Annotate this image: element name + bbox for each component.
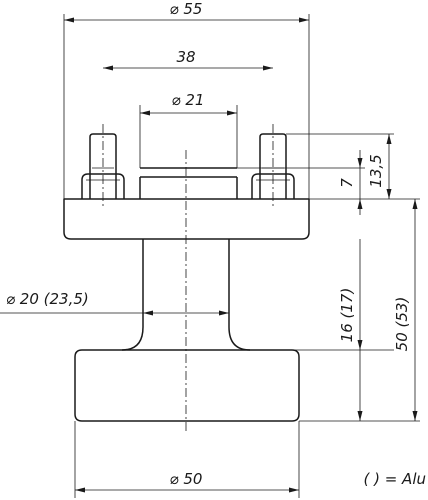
top-plate (63, 198, 310, 240)
dim-top-width: ⌀ 55 (170, 0, 203, 18)
dimension-lines (0, 17, 418, 493)
extension-lines (63, 14, 420, 498)
inner-plate (139, 167, 238, 199)
dim-collar-height: 13,5 (367, 154, 385, 187)
legend-note: ( ) = Alu (363, 470, 426, 488)
dimension-labels: ⌀ 55 38 ⌀ 21 ⌀ 20 (23,5) ⌀ 50 7 13,5 16 … (6, 0, 426, 488)
dim-stem-height: 16 (17) (338, 288, 356, 343)
dim-base-diameter: ⌀ 50 (170, 470, 203, 488)
dim-stem-diameter: ⌀ 20 (23,5) (6, 290, 89, 308)
part-geometry (63, 133, 310, 422)
center-lines (102, 124, 274, 432)
base-disc (74, 349, 300, 422)
dim-pin-spacing: 38 (176, 48, 195, 66)
dim-inner-diameter: ⌀ 21 (172, 91, 205, 109)
dim-total-height: 50 (53) (393, 297, 411, 352)
dim-step-height: 7 (338, 178, 356, 188)
